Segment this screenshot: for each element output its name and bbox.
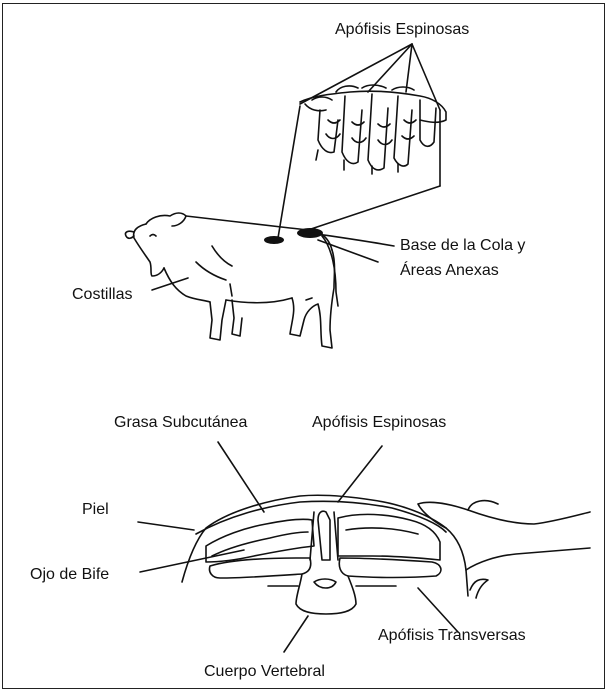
label-piel: Piel (82, 500, 109, 520)
label-grasa-subcutanea: Grasa Subcutánea (114, 413, 247, 433)
label-ojo-de-bife: Ojo de Bife (30, 565, 109, 585)
label-costillas: Costillas (72, 285, 132, 305)
label-base-de-la-cola: Base de la Cola y Áreas Anexas (400, 234, 525, 284)
label-apofisis-espinosas-top: Apófisis Espinosas (335, 20, 469, 40)
label-apofisis-transversas: Apófisis Transversas (378, 626, 526, 646)
vertebrae-illustration (300, 85, 446, 174)
cross-section-illustration (182, 495, 590, 614)
cow-illustration (125, 213, 338, 348)
label-cuerpo-vertebral: Cuerpo Vertebral (204, 662, 325, 682)
pointer-lines-section (138, 442, 458, 652)
label-apofisis-espinosas-bottom: Apófisis Espinosas (312, 413, 446, 433)
